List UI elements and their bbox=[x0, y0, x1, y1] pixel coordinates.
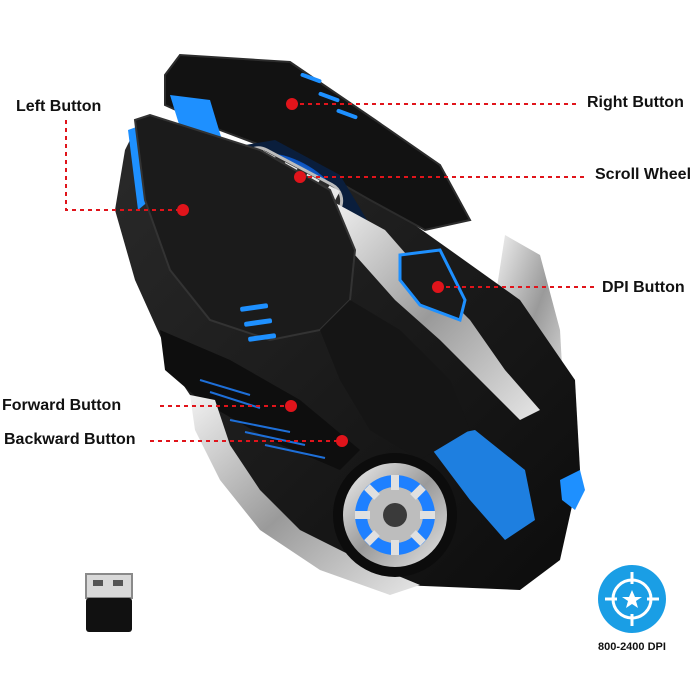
label-left-button: Left Button bbox=[16, 98, 102, 115]
callout-dots bbox=[177, 98, 444, 447]
mouse-illustration bbox=[115, 53, 585, 595]
label-right-button: Right Button bbox=[587, 94, 684, 111]
vent-lights bbox=[240, 72, 358, 342]
dpi-range-label: 800-2400 DPI bbox=[598, 641, 666, 653]
label-backward-button: Backward Button bbox=[4, 431, 136, 448]
dpi-button-dot bbox=[432, 281, 444, 293]
left-button-dot bbox=[177, 204, 189, 216]
label-scroll-wheel: Scroll Wheel bbox=[595, 166, 692, 183]
side-light-strip-right bbox=[425, 430, 535, 540]
logo-mark bbox=[560, 470, 585, 510]
gear-wheel bbox=[333, 453, 457, 577]
left-button-leader bbox=[65, 120, 183, 211]
crosshair-star-icon bbox=[598, 565, 666, 633]
label-dpi-button: DPI Button bbox=[602, 279, 685, 296]
callout-lines bbox=[65, 103, 598, 442]
usb-receiver bbox=[85, 573, 133, 632]
backward-button-dot bbox=[336, 435, 348, 447]
scroll-wheel-dot bbox=[294, 171, 306, 183]
lower-wedge bbox=[320, 300, 470, 460]
right-button-dot bbox=[286, 98, 298, 110]
label-forward-button: Forward Button bbox=[2, 397, 122, 414]
side-grip bbox=[160, 330, 360, 470]
forward-button-dot bbox=[285, 400, 297, 412]
thumb-guard bbox=[190, 395, 420, 595]
